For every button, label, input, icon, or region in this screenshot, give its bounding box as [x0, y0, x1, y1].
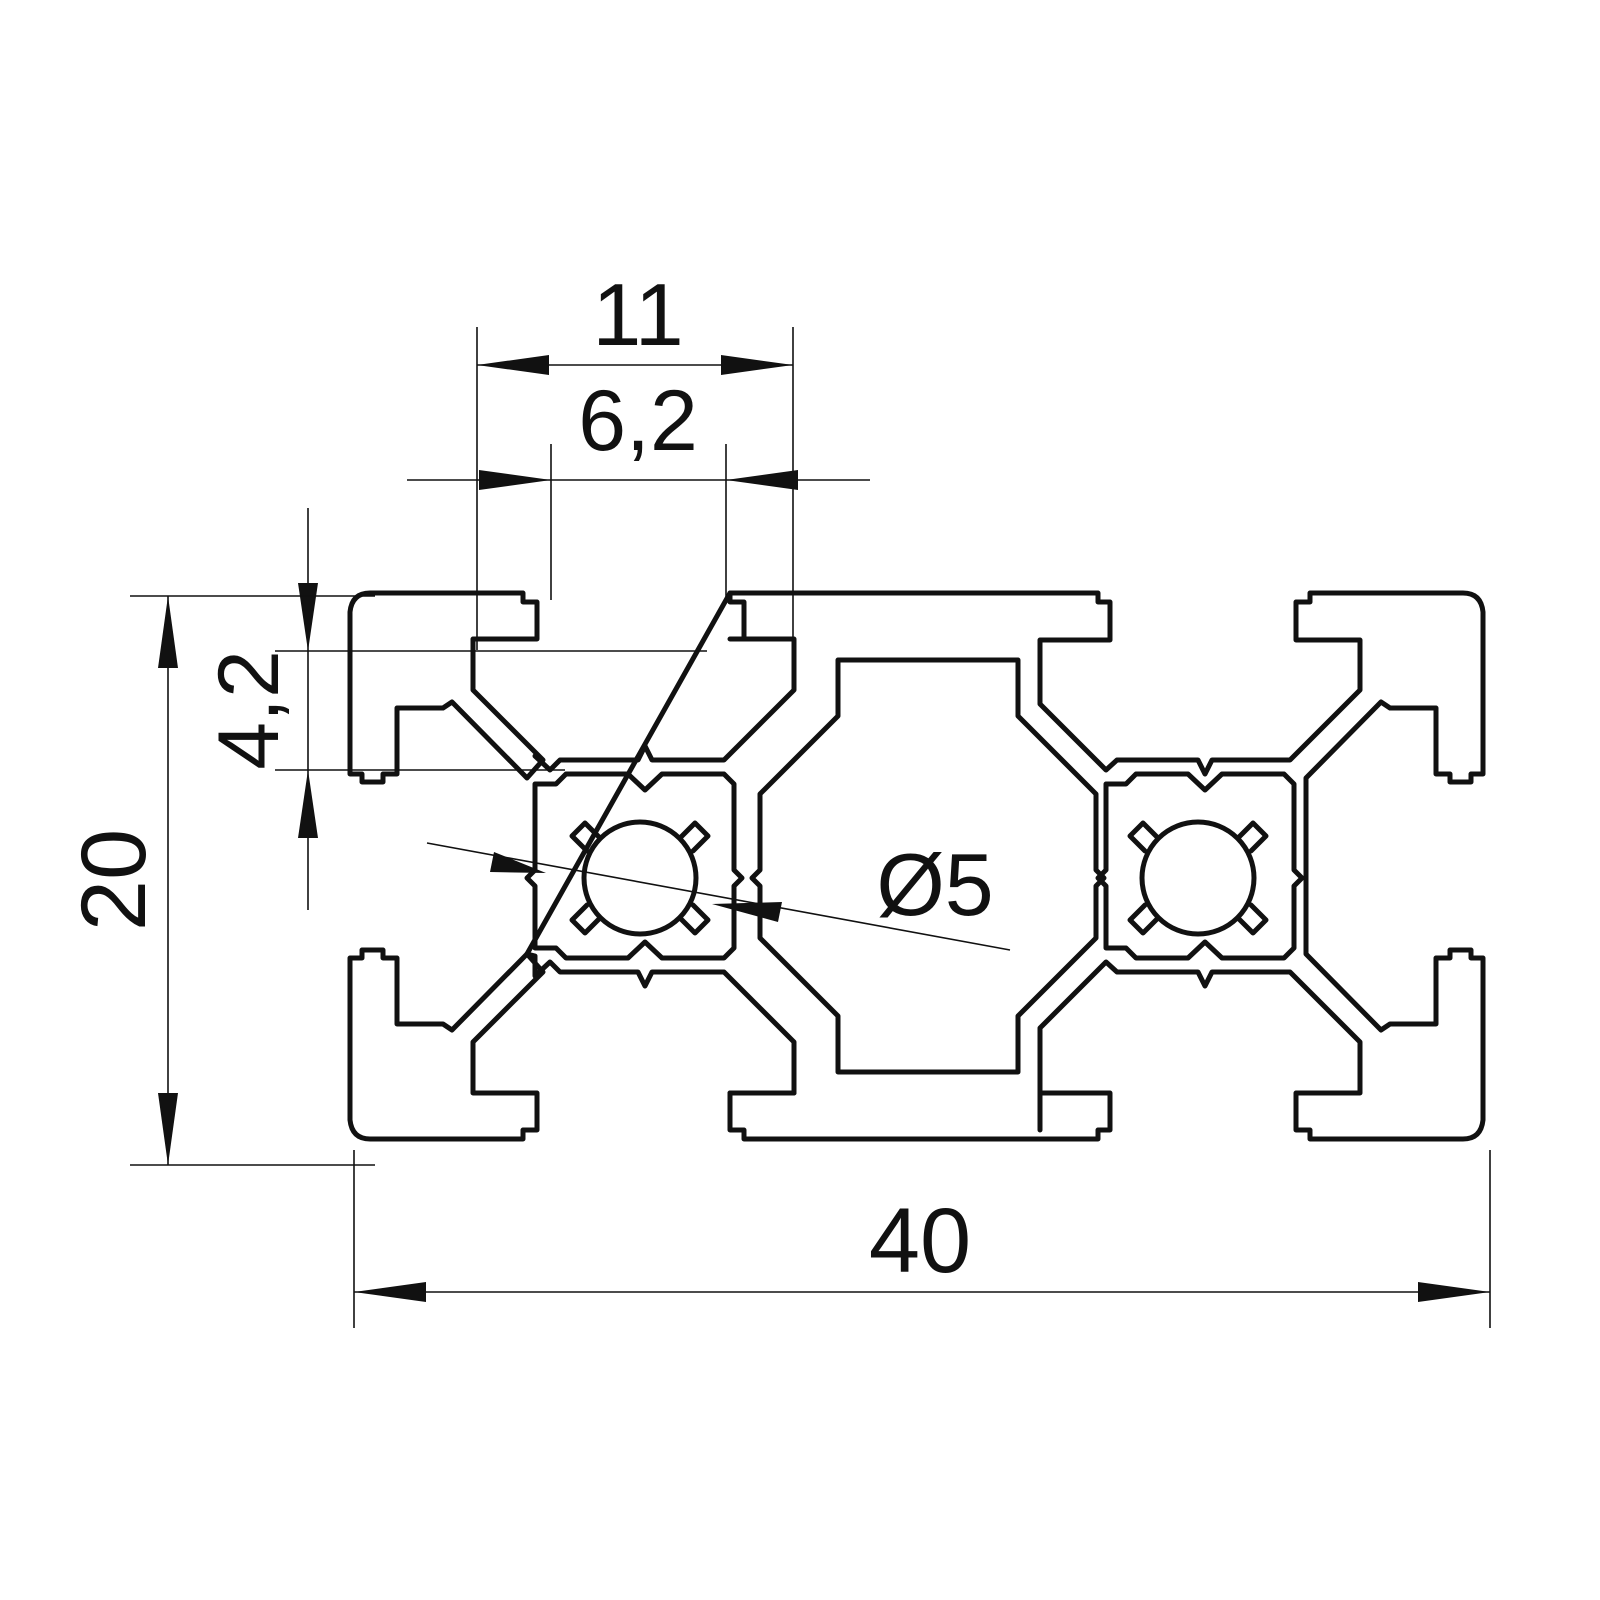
dimension-labels: 11 6,2 4,2 20 40 Ø5 — [63, 265, 994, 1292]
arrowhead — [354, 1282, 426, 1302]
arrowhead — [298, 583, 318, 651]
dimension-label-40: 40 — [869, 1190, 971, 1292]
central-chamber — [749, 657, 1107, 1075]
left-top-flange — [347, 590, 546, 785]
middle-top-inner — [532, 590, 797, 773]
left-core-hole — [569, 819, 711, 937]
dimension-label-11: 11 — [592, 265, 683, 364]
middle-bottom-slot — [727, 1090, 1043, 1133]
right-core-square — [1095, 771, 1305, 961]
arrowhead — [1418, 1282, 1490, 1302]
dimension-label-4-2: 4,2 — [201, 650, 297, 770]
arrowhead — [158, 1093, 178, 1165]
arrowhead — [726, 470, 798, 490]
arrowhead — [490, 852, 546, 873]
left-core-square — [524, 771, 745, 961]
dimension-lines — [130, 327, 1491, 1328]
arrowhead — [298, 770, 318, 838]
left-bottom-flange — [347, 947, 546, 1142]
arrowhead — [477, 355, 549, 375]
profile-outline — [347, 590, 1486, 1142]
arrowhead — [721, 355, 793, 375]
dimension-label-6-2: 6,2 — [578, 373, 698, 469]
arrowhead — [712, 902, 782, 922]
middle-top-face — [524, 590, 1486, 1142]
dimension-label-diameter-5: Ø5 — [876, 835, 993, 934]
right-core-hole — [1127, 819, 1269, 937]
dimension-label-20: 20 — [63, 829, 165, 931]
arrowhead — [158, 596, 178, 668]
arrowhead — [479, 470, 551, 490]
